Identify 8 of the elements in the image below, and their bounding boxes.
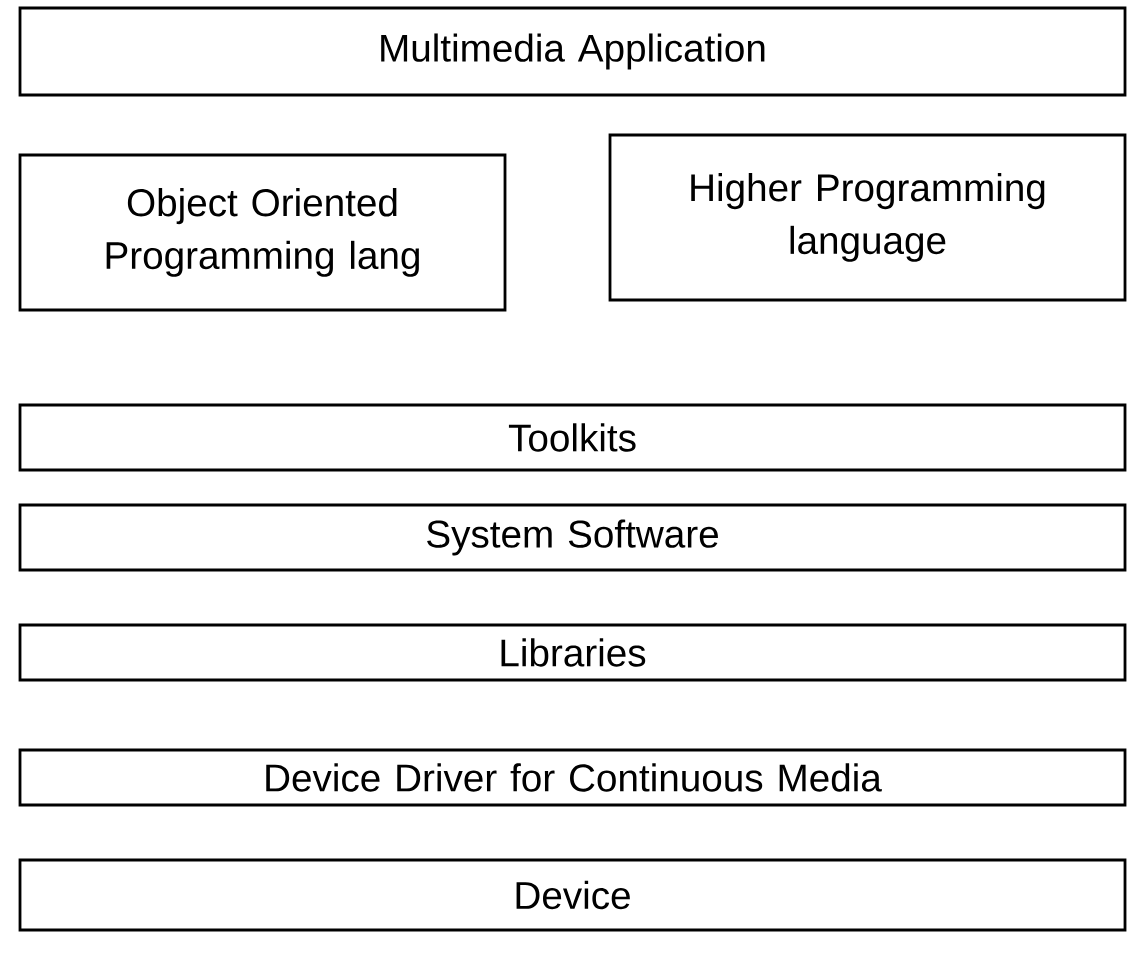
layer-box: Higher Programming language <box>608 133 1127 302</box>
layer-box: Device <box>18 858 1127 932</box>
layer-box: System Software <box>18 503 1127 572</box>
layer-box: Toolkits <box>18 403 1127 472</box>
layer-box: Object Oriented Programming lang <box>18 153 507 312</box>
layer-box: Device Driver for Continuous Media <box>18 748 1127 807</box>
layer-box: Multimedia Application <box>18 6 1127 97</box>
layer-box: Libraries <box>18 623 1127 682</box>
